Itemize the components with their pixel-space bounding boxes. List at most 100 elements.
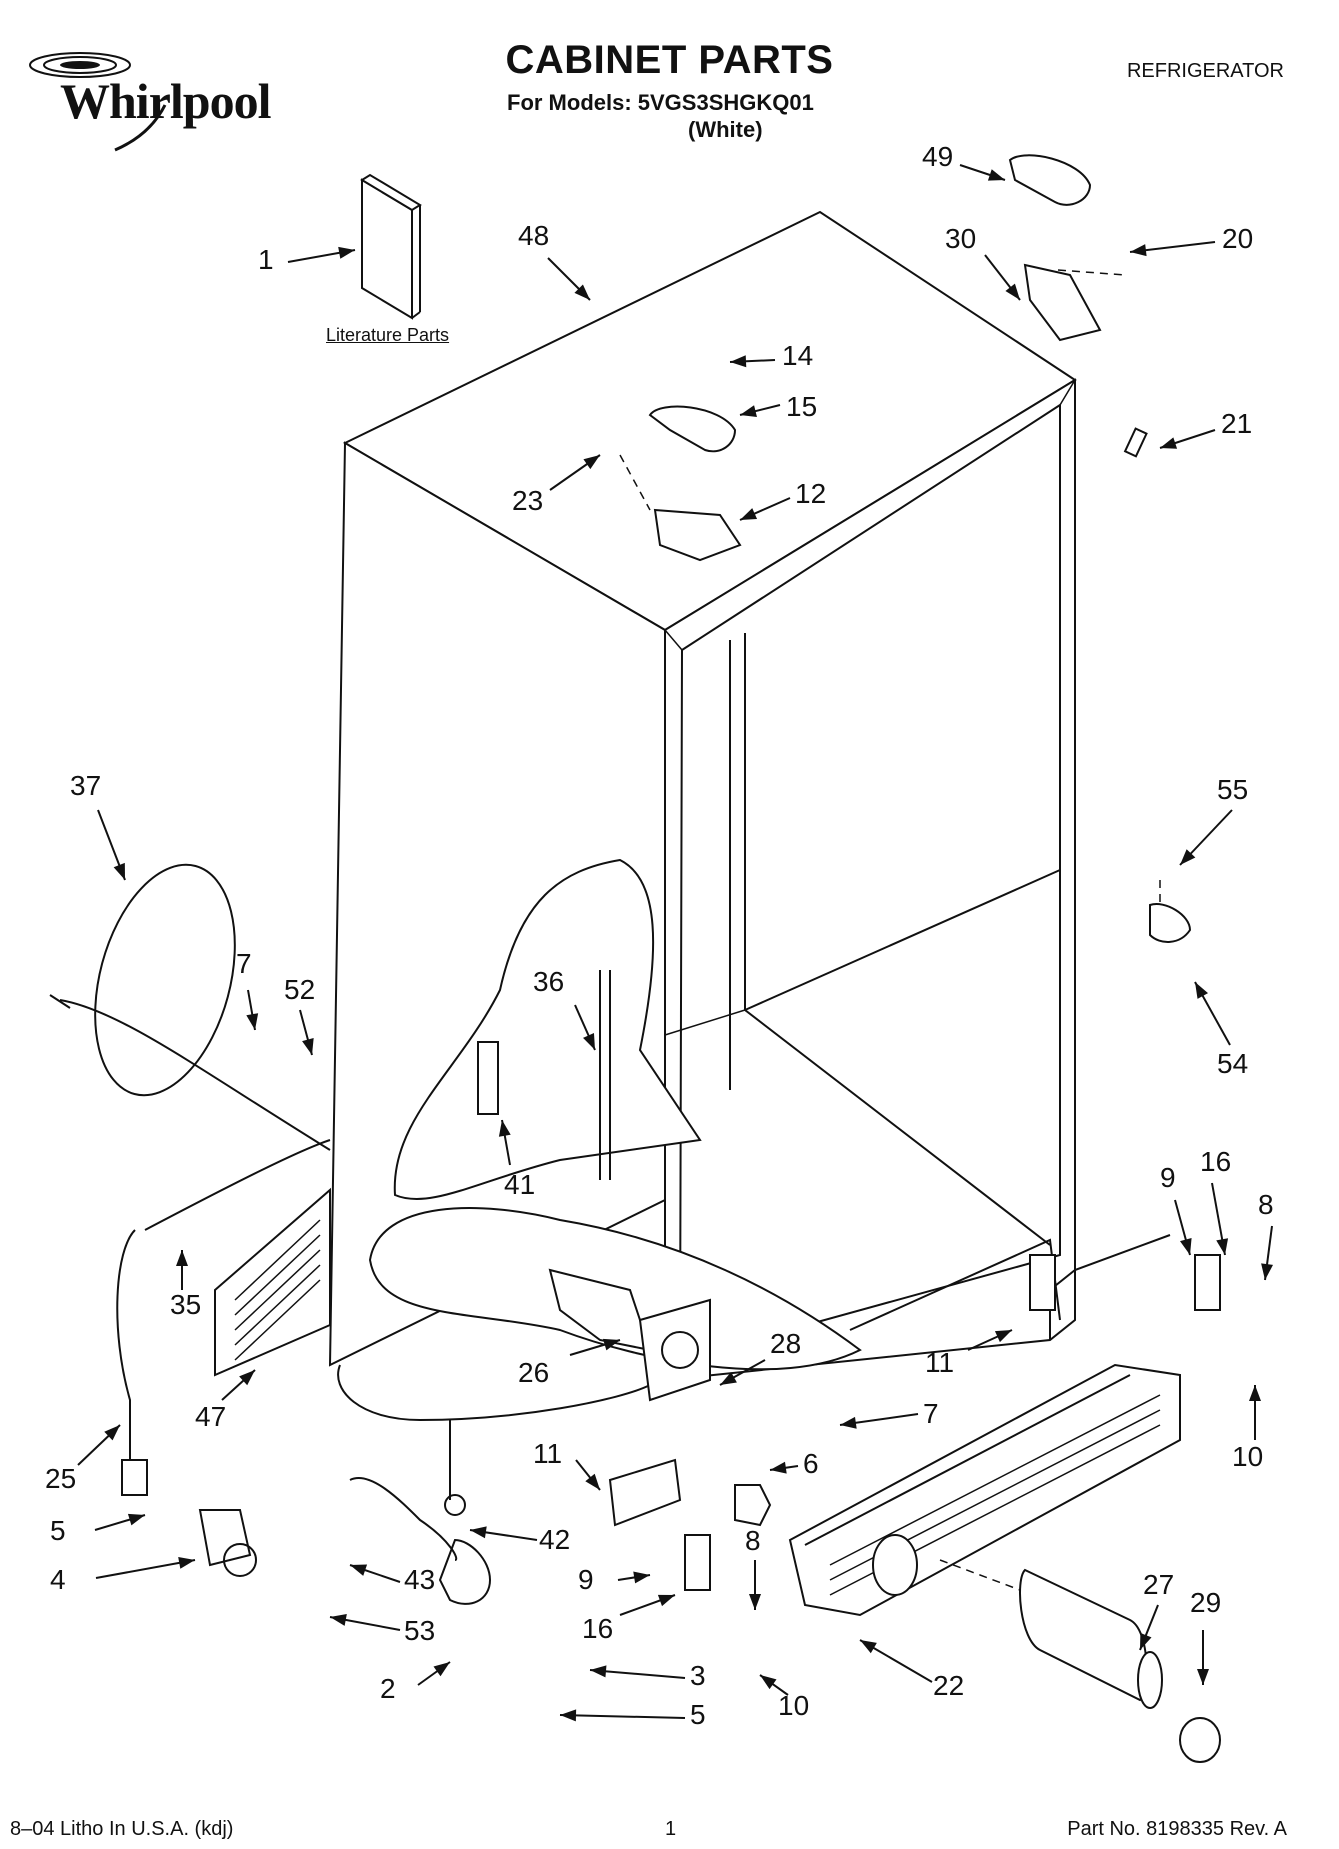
leader-arrowhead [350, 1564, 368, 1576]
brand-wordmark: Whirlpool [60, 73, 271, 129]
callout-7-upper: 7 [236, 948, 252, 979]
leader-line [95, 1559, 196, 1579]
literature-booklet [360, 173, 422, 320]
callout-9-right: 9 [1160, 1162, 1176, 1193]
callout-53: 53 [404, 1615, 436, 1646]
callout-2: 2 [380, 1673, 396, 1704]
leader-arrowhead [602, 1338, 620, 1351]
leader-arrowhead [720, 1371, 737, 1385]
leader-arrowhead [470, 1526, 487, 1539]
callout-49: 49 [922, 141, 954, 172]
callout-11-right: 11 [925, 1347, 955, 1378]
leader-arrowhead [1160, 437, 1178, 449]
callout-52: 52 [284, 974, 316, 1005]
leader-arrowhead [583, 1032, 595, 1050]
leader-arrowhead [1180, 849, 1196, 865]
hinges-hardware [198, 1254, 1221, 1605]
leader-arrowhead [302, 1037, 314, 1055]
leader-arrowhead [1216, 1238, 1229, 1255]
callout-10-lower: 10 [778, 1690, 810, 1721]
leader-arrowhead [730, 355, 747, 368]
callout-11-left: 11 [533, 1438, 563, 1469]
callout-8-right: 8 [1258, 1189, 1274, 1220]
filter-cap [1179, 1717, 1221, 1763]
callout-48: 48 [518, 220, 550, 251]
top-brackets [619, 154, 1192, 943]
leader-arrowhead [574, 284, 590, 300]
leader-arrowhead [113, 862, 125, 880]
leader-arrowhead [740, 508, 758, 520]
toe-grille [788, 1363, 1181, 1617]
footer-litho: 8–04 Litho In U.S.A. (kdj) [10, 1818, 234, 1840]
page-title: CABINET PARTS [505, 38, 834, 82]
callout-25: 25 [45, 1463, 77, 1494]
callout-55: 55 [1217, 774, 1249, 805]
leader-arrowhead [740, 405, 757, 417]
callout-36: 36 [533, 966, 565, 997]
leader-arrowhead [239, 1370, 255, 1386]
callout-9-lower: 9 [578, 1564, 594, 1595]
cabinet-body [328, 210, 1171, 1382]
leader-arrowhead [1261, 1263, 1274, 1280]
callout-29: 29 [1190, 1587, 1222, 1618]
category-label: REFRIGERATOR [1126, 60, 1284, 82]
callout-16-lower: 16 [582, 1613, 614, 1644]
callout-41: 41 [504, 1169, 536, 1200]
color-line: (White) [688, 117, 763, 142]
callout-10-right: 10 [1232, 1441, 1264, 1472]
leader-arrowhead [560, 1709, 577, 1722]
leader-arrowhead [1197, 1669, 1209, 1685]
footer-page-number: 1 [665, 1818, 677, 1840]
leader-arrowhead [657, 1594, 675, 1607]
leader-arrowhead [330, 1614, 347, 1626]
leader-arrowhead [590, 1665, 607, 1678]
leader-arrowhead [178, 1556, 195, 1569]
callout-47: 47 [195, 1401, 227, 1432]
models-line: For Models: 5VGS3SHGKQ01 [507, 90, 814, 115]
leader-arrowhead [840, 1416, 857, 1429]
leader-arrowhead [127, 1513, 145, 1526]
leader-arrowhead [994, 1330, 1012, 1343]
callout-54: 54 [1217, 1048, 1249, 1079]
leader-arrowhead [104, 1425, 120, 1441]
callout-7-lower: 7 [923, 1398, 939, 1429]
leader-arrowhead [1180, 1237, 1192, 1255]
leader-arrowhead [498, 1120, 511, 1137]
leader-arrowhead [1130, 244, 1147, 257]
leader-arrowhead [585, 1473, 600, 1490]
callout-12: 12 [795, 478, 827, 509]
callout-28: 28 [770, 1328, 802, 1359]
callout-37: 37 [70, 770, 102, 801]
footer-part-number: Part No. 8198335 Rev. A [1067, 1818, 1287, 1840]
callout-26: 26 [518, 1357, 550, 1388]
callout-6: 6 [803, 1448, 819, 1479]
rear-access-panel [214, 1187, 331, 1377]
callout-3: 3 [690, 1660, 706, 1691]
callout-20: 20 [1222, 223, 1254, 254]
leader-arrowhead [770, 1461, 787, 1474]
callout-43: 43 [404, 1564, 436, 1595]
callout-21: 21 [1221, 408, 1253, 439]
leader-arrowhead [1195, 982, 1209, 999]
callout-42: 42 [539, 1524, 571, 1555]
whirlpool-logo [20, 50, 270, 160]
callout-27: 27 [1143, 1569, 1175, 1600]
leader-arrowhead [760, 1675, 777, 1690]
callout-35: 35 [170, 1289, 202, 1320]
literature-parts-label: Literature Parts [326, 325, 450, 345]
leader-arrowhead [176, 1250, 188, 1266]
leader-arrowhead [1249, 1385, 1261, 1401]
leader-arrowhead [338, 246, 355, 259]
leader-arrowhead [633, 1571, 650, 1584]
callout-8-lower: 8 [745, 1525, 761, 1556]
leader-arrowhead [433, 1662, 450, 1677]
leader-arrowhead [246, 1013, 259, 1030]
callout-5-left: 5 [50, 1515, 66, 1546]
filter-housing [548, 1268, 711, 1402]
spring [477, 1041, 499, 1115]
leader-arrowhead [987, 169, 1005, 181]
leader-line [559, 1714, 686, 1719]
leader-arrowhead [1140, 1632, 1152, 1650]
callout-4: 4 [50, 1564, 66, 1595]
